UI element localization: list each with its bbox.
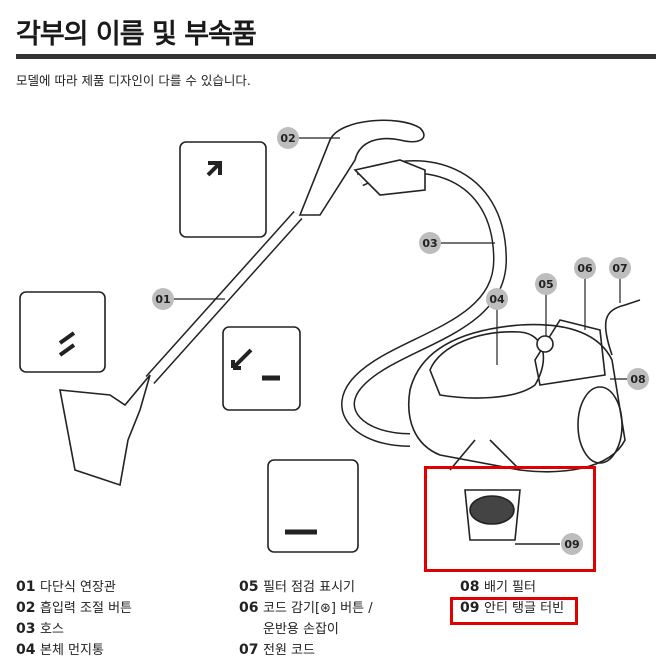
inset-hose-connect (267, 459, 359, 553)
callout-09: 09 (564, 538, 579, 551)
title-divider (16, 54, 656, 59)
callout-01: 01 (155, 293, 170, 306)
callout-badges: 02 03 01 04 05 06 07 08 09 (152, 127, 649, 555)
callout-07: 07 (612, 262, 627, 275)
vacuum-body (408, 323, 626, 473)
handle (298, 119, 425, 216)
item-09-highlight-box (450, 597, 578, 625)
power-cord (604, 299, 641, 356)
callout-06: 06 (577, 262, 593, 275)
filter-indicator (536, 335, 554, 353)
callout-04: 04 (489, 293, 505, 306)
callout-08: 08 (630, 373, 645, 386)
floor-nozzle (59, 374, 151, 487)
page-subtitle: 모델에 따라 제품 디자인이 다를 수 있습니다. (16, 73, 251, 88)
vacuum-illustration: 02 03 01 04 05 06 07 08 09 (19, 119, 649, 555)
inset-wand-length (222, 326, 301, 411)
dust-bin (429, 331, 545, 399)
callout-05: 05 (538, 278, 553, 291)
page-title: 각부의 이름 및 부속품 (16, 19, 257, 50)
exhaust-filter (577, 386, 623, 464)
turbine-highlight-box (424, 466, 596, 572)
inset-wand-release (19, 291, 106, 373)
callout-02: 02 (280, 132, 295, 145)
callout-03: 03 (422, 237, 437, 250)
carry-handle (534, 319, 606, 386)
inset-suction-control (179, 141, 267, 238)
